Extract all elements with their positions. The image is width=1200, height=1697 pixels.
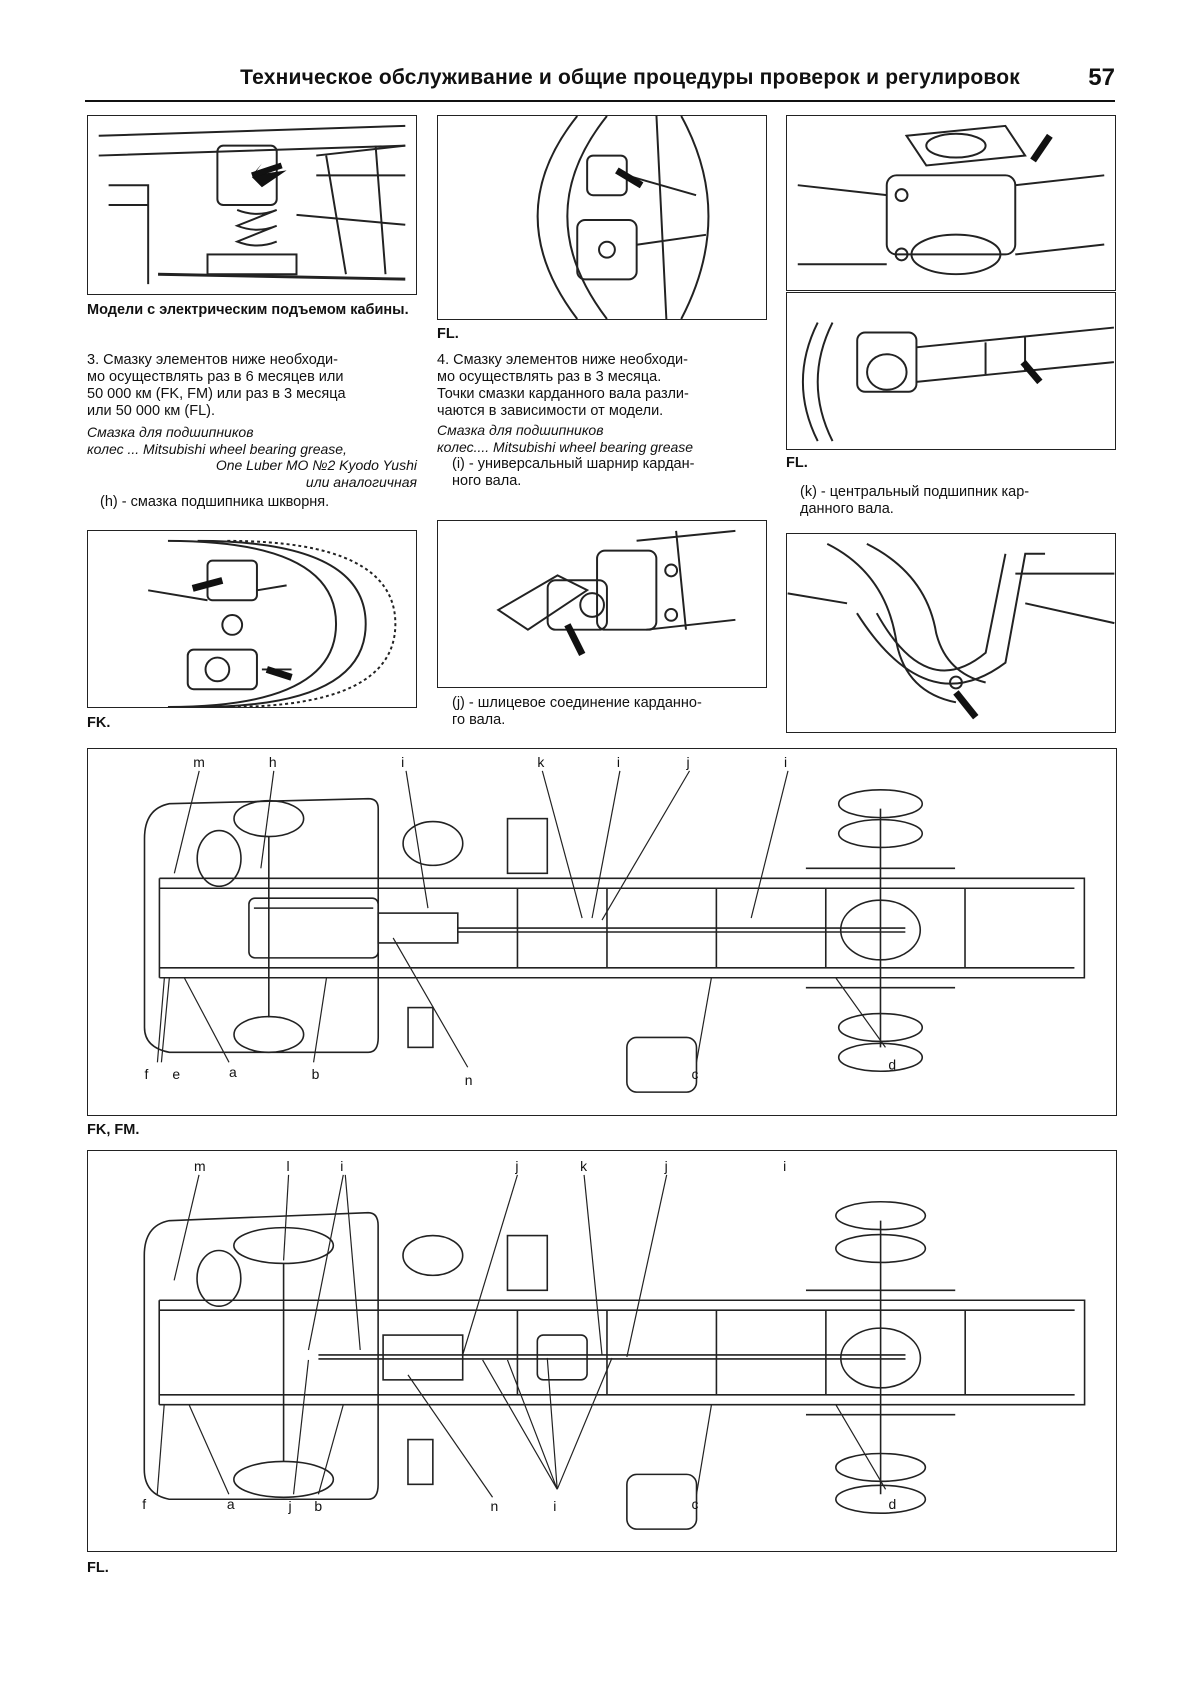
diagram2-bottom-label: j <box>288 1498 292 1514</box>
diagram2-bottom-label: n <box>491 1498 499 1514</box>
chassis-diagram-fk-fm: m h i k i j i f e a b n c d <box>87 748 1117 1116</box>
diagram2-bottom-label: i <box>553 1498 556 1514</box>
lift-cab-drawing <box>98 124 406 285</box>
diagram1-top-label: j <box>686 754 690 770</box>
figure-fl-wheel-hub <box>437 115 767 320</box>
universal-joint-drawing <box>496 529 736 656</box>
figure-fl-driveshaft <box>786 292 1116 450</box>
figure-universal-joint <box>437 520 767 688</box>
lift-cab-caption: Модели с электрическим подъемом кабины. <box>87 302 409 318</box>
page-number: 57 <box>1088 64 1115 91</box>
item-k-line: данного вала. <box>800 501 894 517</box>
center-bearing-drawing <box>787 543 1115 720</box>
item-j-line: го вала. <box>452 712 506 728</box>
diagram1-bottom-label: c <box>692 1066 699 1082</box>
diagram1-bottom-label: b <box>312 1066 320 1082</box>
diagram2-caption: FL. <box>87 1560 109 1576</box>
diagram1-bottom-label: a <box>229 1064 237 1080</box>
grease-line: One Luber MO №2 Kyodo Yushi <box>215 457 417 473</box>
diagram2-top-label: k <box>580 1158 587 1174</box>
diagram2-top-label: l <box>287 1158 290 1174</box>
paragraph-3: 3. Смазку элементов ниже необходи- мо ос… <box>87 352 427 420</box>
paragraph-4: 4. Смазку элементов ниже необходи- мо ос… <box>437 352 777 420</box>
fk-figure-label: FK. <box>87 715 111 731</box>
fl-figure-label-3: FL. <box>786 455 808 471</box>
diagram2-bottom-label: c <box>692 1496 699 1512</box>
paragraph-3-line: 3. Смазку элементов ниже необходи- <box>87 352 338 368</box>
paragraph-4-line: мо осуществлять раз в 3 месяца. <box>437 369 662 385</box>
figure-center-bearing <box>786 533 1116 733</box>
paragraph-3-line: или 50 000 км (FL). <box>87 403 216 419</box>
page-header: Техническое обслуживание и общие процеду… <box>85 64 1115 102</box>
diagram1-bottom-label: n <box>465 1072 473 1088</box>
diagram1-caption: FK, FM. <box>87 1122 140 1138</box>
figure-fl-universal-joint-top <box>786 115 1116 291</box>
chassis-diagram-fl: m l i j k j i f a j b n i c d <box>87 1150 1117 1552</box>
diagram2-bottom-label: b <box>314 1498 322 1514</box>
chassis-fl-drawing: m l i j k j i f a j b n i c d <box>142 1158 1086 1530</box>
diagram1-bottom-label: d <box>888 1056 896 1072</box>
diagram1-top-label: i <box>617 754 620 770</box>
diagram2-bottom-label: f <box>142 1496 146 1512</box>
page-title: Техническое обслуживание и общие процеду… <box>240 66 1020 89</box>
universal-joint-top-drawing <box>797 124 1105 276</box>
wheel-hub-drawing <box>536 116 710 319</box>
diagram2-bottom-label: a <box>227 1496 235 1512</box>
diagram2-top-label: j <box>514 1158 518 1174</box>
grease-line: или аналогичная <box>305 473 417 490</box>
grease-line: колес ... Mitsubishi wheel bearing greas… <box>87 440 347 457</box>
diagram1-top-label: h <box>269 754 277 770</box>
diagram1-bottom-label: f <box>145 1066 149 1082</box>
diagram1-top-label: i <box>401 754 404 770</box>
item-h: (h) - смазка подшипника шкворня. <box>100 494 330 510</box>
paragraph-4-line: 4. Смазку элементов ниже необходи- <box>437 352 688 368</box>
diagram2-bottom-label: d <box>889 1496 897 1512</box>
diagram2-top-label: i <box>783 1158 786 1174</box>
paragraph-3-line: 50 000 км (FK, FM) или раз в 3 месяца <box>87 386 346 402</box>
grease-spec-2: Смазка для подшипников колес.... Mitsubi… <box>437 422 777 455</box>
diagram1-top-label: k <box>537 754 544 770</box>
paragraph-3-line: мо осуществлять раз в 6 месяцев или <box>87 369 344 385</box>
figure-lift-cab-illustration <box>87 115 417 295</box>
grease-line: Смазка для подшипников <box>87 424 254 440</box>
fl-figure-label: FL. <box>437 326 459 342</box>
diagram2-top-label: j <box>664 1158 668 1174</box>
grease-line: колес.... Mitsubishi wheel bearing greas… <box>437 438 694 455</box>
diagram2-top-label: i <box>340 1158 343 1174</box>
grease-line: Смазка для подшипников <box>437 422 604 438</box>
item-i: (i) - универсальный шарнир кардан- ного … <box>452 456 777 490</box>
item-i-line: (i) - универсальный шарнир кардан- <box>452 456 695 472</box>
item-j-line: (j) - шлицевое соединение карданно- <box>452 695 702 711</box>
diagram1-top-label: m <box>193 754 205 770</box>
chassis-fk-fm-drawing: m h i k i j i f e a b n c d <box>143 754 1086 1093</box>
item-i-line: ного вала. <box>452 473 522 489</box>
diagram2-top-label: m <box>194 1158 206 1174</box>
diagram1-bottom-label: e <box>172 1066 180 1082</box>
driveshaft-drawing <box>801 322 1115 442</box>
item-k: (k) - центральный подшипник кар- данного… <box>800 484 1120 518</box>
kingpin-drawing <box>148 539 397 707</box>
diagram1-top-label: i <box>784 754 787 770</box>
item-j: (j) - шлицевое соединение карданно- го в… <box>452 695 777 729</box>
grease-spec-1: Смазка для подшипников колес ... Mitsubi… <box>87 424 417 490</box>
paragraph-4-line: Точки смазки карданного вала разли- <box>437 386 689 402</box>
item-k-line: (k) - центральный подшипник кар- <box>800 484 1030 500</box>
figure-fk-kingpin <box>87 530 417 708</box>
paragraph-4-line: чаются в зависимости от модели. <box>437 403 664 419</box>
